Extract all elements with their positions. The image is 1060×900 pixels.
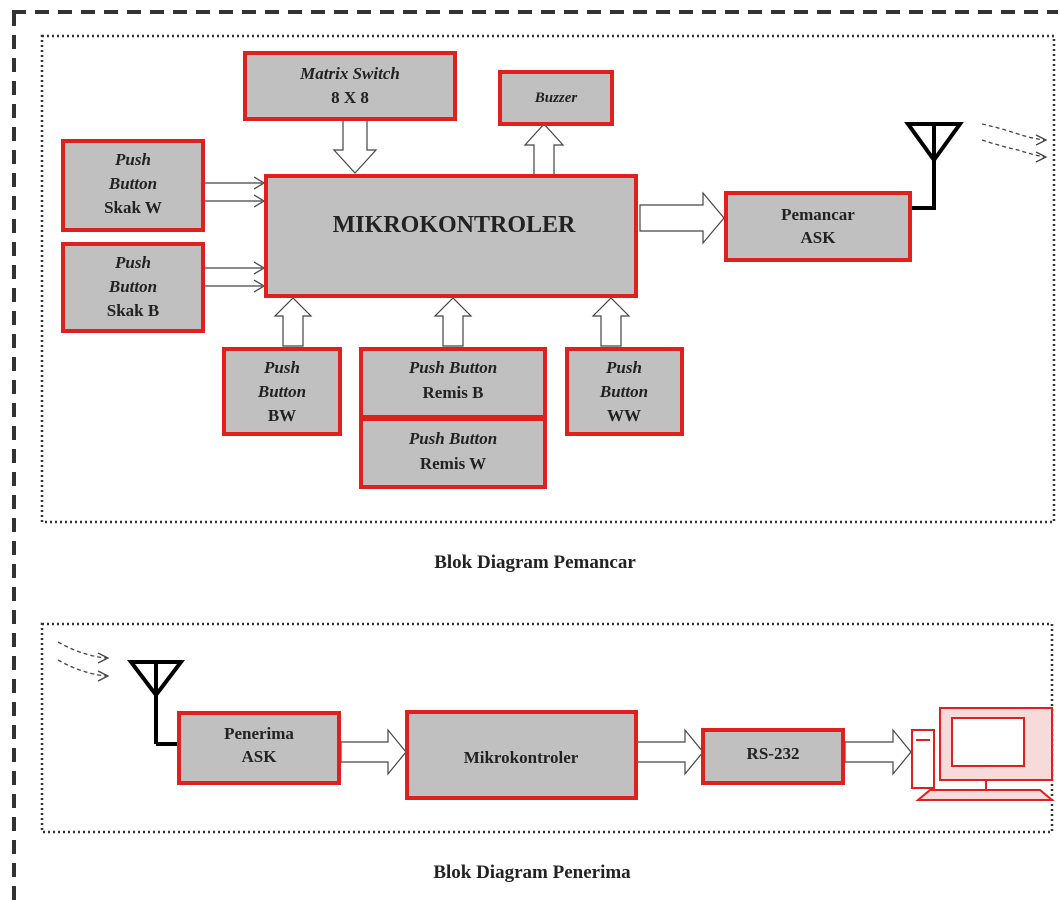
ww-label-2: Button <box>599 382 648 401</box>
arrow-matrix-to-mcu <box>332 117 378 174</box>
buzzer-label: Buzzer <box>534 90 578 106</box>
ww-label-3: WW <box>607 406 641 425</box>
skak-w-label-3: Skak W <box>104 198 162 217</box>
arrow-penerima-to-mcu <box>340 728 407 776</box>
skak-b-label-1: Push <box>114 253 151 272</box>
push-button-skak-b-block: Push Button Skak B <box>61 242 205 333</box>
arrow-bw-to-mcu <box>273 297 313 347</box>
remis-w-label-1: Push Button <box>408 429 497 448</box>
penerima-label-2: ASK <box>242 747 278 766</box>
pemancar-ask-block: Pemancar ASK <box>724 191 912 262</box>
skak-w-label-2: Button <box>108 174 157 193</box>
penerima-label-1: Penerima <box>224 724 294 743</box>
remis-w-label-2: Remis W <box>420 454 486 473</box>
signal-waves-icon <box>981 123 1048 163</box>
outer-frame <box>12 10 1058 900</box>
bw-label-2: Button <box>257 382 306 401</box>
arrow-skakb-to-mcu <box>205 261 266 293</box>
arrow-skakw-to-mcu <box>205 176 266 208</box>
mikrokontroler-receiver-block: Mikrokontroler <box>405 710 638 800</box>
antenna-icon <box>904 122 964 210</box>
receiver-section <box>40 622 1054 834</box>
mikrokontroler-receiver-label: Mikrokontroler <box>464 748 579 767</box>
pemancar-label-1: Pemancar <box>781 205 855 224</box>
arrow-rs232-to-computer <box>844 728 912 776</box>
rs232-block: RS-232 <box>701 728 845 785</box>
matrix-switch-label-2: 8 X 8 <box>331 88 369 107</box>
push-button-ww-block: Push Button WW <box>565 347 684 436</box>
mikrokontroler-block: MIKROKONTROLER <box>264 174 638 298</box>
pemancar-label-2: ASK <box>801 228 837 247</box>
bw-label-3: BW <box>268 406 296 425</box>
ww-label-1: Push <box>605 358 642 377</box>
signal-waves-icon <box>57 641 110 682</box>
matrix-switch-block: Matrix Switch 8 X 8 <box>243 51 457 121</box>
skak-b-label-2: Button <box>108 277 157 296</box>
antenna-icon <box>126 660 186 746</box>
rs232-label: RS-232 <box>747 744 800 763</box>
remis-b-label-1: Push Button <box>408 358 497 377</box>
buzzer-block: Buzzer <box>498 70 614 126</box>
skak-b-label-3: Skak B <box>107 301 159 320</box>
arrow-mcu-to-rs232 <box>636 728 704 776</box>
matrix-switch-label-1: Matrix Switch <box>299 64 400 83</box>
push-button-remis-w-block: Push Button Remis W <box>359 417 547 489</box>
remis-b-label-2: Remis B <box>423 383 484 402</box>
arrow-ww-to-mcu <box>591 297 631 347</box>
push-button-skak-w-block: Push Button Skak W <box>61 139 205 232</box>
mikrokontroler-label: MIKROKONTROLER <box>333 212 576 238</box>
arrow-remisb-to-mcu <box>433 297 473 347</box>
push-button-remis-b-block: Push Button Remis B <box>359 347 547 419</box>
computer-icon <box>911 707 1055 801</box>
transmitter-section <box>40 34 1056 524</box>
penerima-ask-block: Penerima ASK <box>177 711 341 785</box>
push-button-bw-block: Push Button BW <box>222 347 342 436</box>
arrow-mcu-to-pemancar <box>639 191 725 245</box>
receiver-caption: Blok Diagram Penerima <box>433 862 631 883</box>
bw-label-1: Push <box>263 358 300 377</box>
transmitter-caption: Blok Diagram Pemancar <box>434 552 636 573</box>
skak-w-label-1: Push <box>114 150 151 169</box>
arrow-mcu-to-buzzer <box>523 123 565 177</box>
